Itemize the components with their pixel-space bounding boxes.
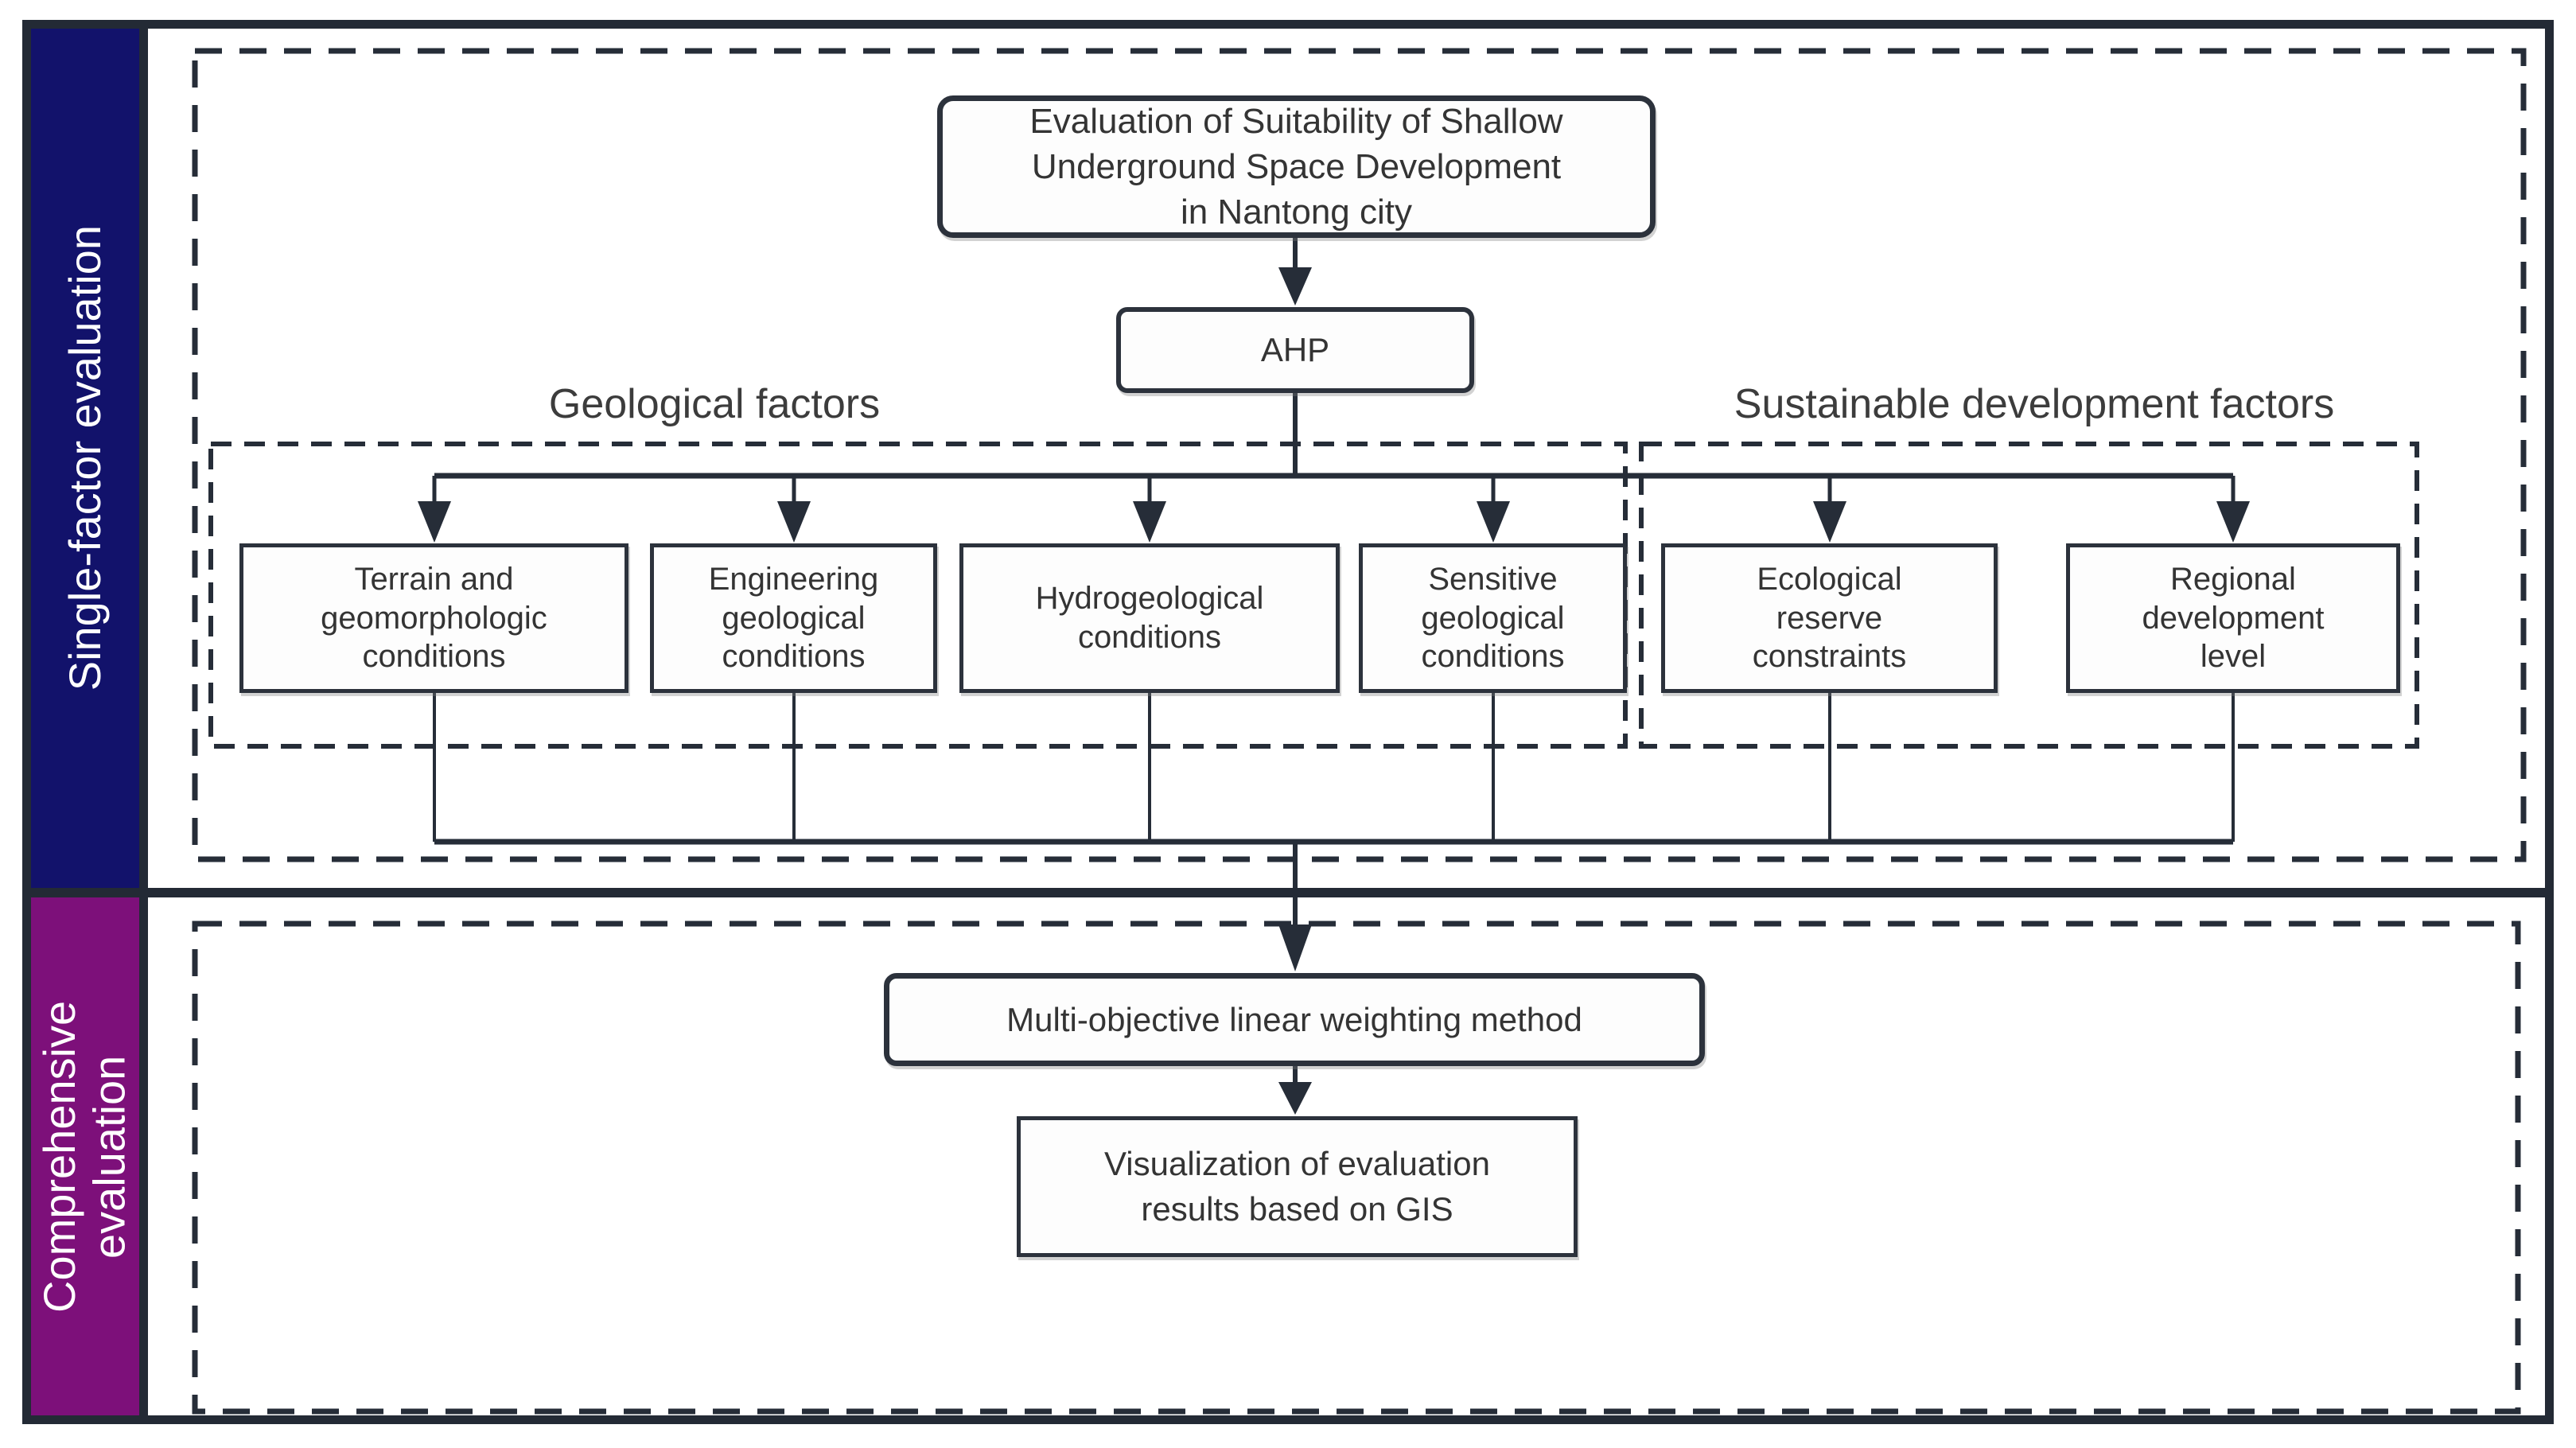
arrow-collector-to-synthesis bbox=[1278, 842, 1312, 971]
sidebar-comprehensive-evaluation: Comprehensive evaluation bbox=[31, 897, 148, 1415]
single-factor-section-dashed-border bbox=[192, 48, 2527, 862]
arrow-synthesis-to-result bbox=[1278, 1066, 1312, 1115]
sidebar-label-single-factor: Single-factor evaluation bbox=[59, 225, 110, 691]
node-regional-development-level: Regional development level bbox=[2066, 543, 2400, 693]
group-label-sustainable-development-factors: Sustainable development factors bbox=[1734, 381, 2335, 427]
node-visualization-results-gis: Visualization of evaluation results base… bbox=[1017, 1116, 1578, 1257]
node-terrain-geomorphologic-conditions: Terrain and geomorphologic conditions bbox=[239, 543, 628, 693]
node-sensitive-geological-conditions: Sensitive geological conditions bbox=[1359, 543, 1627, 693]
geological-group-dashed-border bbox=[208, 442, 1628, 749]
node-ecological-reserve-constraints: Ecological reserve constraints bbox=[1661, 543, 1998, 693]
arrow-title-to-ahp bbox=[1278, 238, 1312, 306]
comprehensive-section-dashed-border bbox=[192, 921, 2521, 1415]
node-engineering-geological-conditions: Engineering geological conditions bbox=[650, 543, 937, 693]
node-hydrogeological-conditions: Hydrogeological conditions bbox=[959, 543, 1340, 693]
node-evaluation-title: Evaluation of Suitability of Shallow Und… bbox=[937, 95, 1656, 238]
group-label-geological-factors: Geological factors bbox=[548, 381, 881, 427]
factor-output-lines bbox=[433, 693, 2235, 842]
node-multi-objective-linear-weighting-method: Multi-objective linear weighting method bbox=[884, 973, 1705, 1066]
outer-frame bbox=[22, 20, 2554, 1424]
node-ahp: AHP bbox=[1116, 307, 1474, 393]
arrows-branch-to-factors bbox=[418, 476, 2250, 543]
sidebar-label-comprehensive: Comprehensive evaluation bbox=[34, 1000, 134, 1313]
sustainable-group-dashed-border bbox=[1639, 442, 2419, 749]
sidebar-single-factor-evaluation: Single-factor evaluation bbox=[31, 29, 148, 888]
section-separator-line bbox=[22, 888, 2554, 897]
